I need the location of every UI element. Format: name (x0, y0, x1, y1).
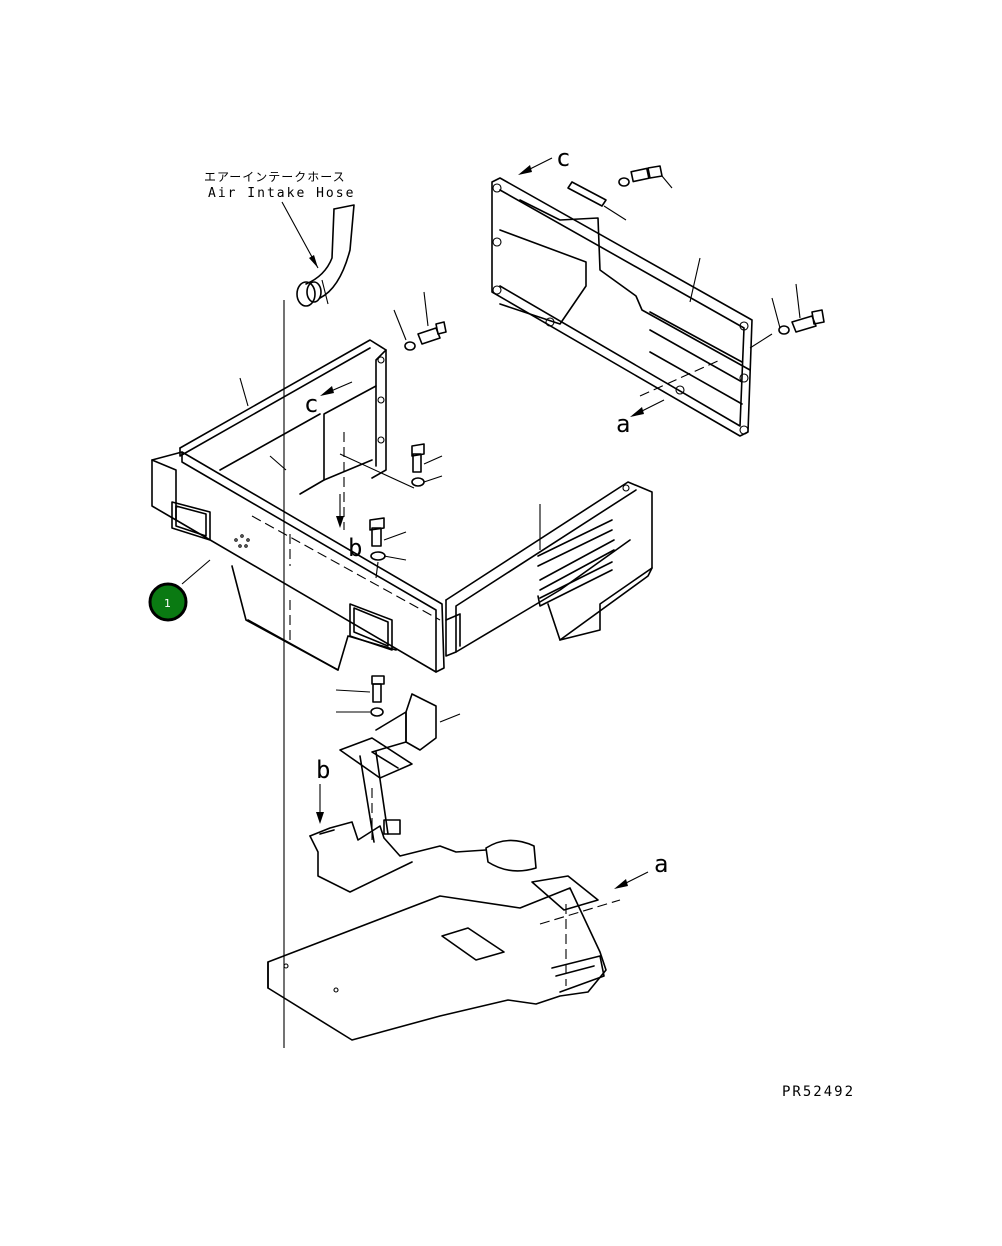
left-frame (179, 339, 387, 495)
top-strip-and-bolt (567, 165, 673, 221)
callout-1[interactable]: 1 (148, 559, 211, 622)
marker-b-chassis: b (316, 756, 330, 824)
letter-c-frame: c (304, 390, 318, 418)
letter-a-chassis: a (654, 850, 668, 878)
marker-c-frame: c (304, 381, 353, 418)
air-intake-hose (296, 204, 355, 307)
air-intake-hose-label: エアーインテークホース Air Intake Hose (204, 170, 355, 269)
letter-a-cover: a (616, 410, 630, 438)
cover-bolt-right (749, 283, 825, 349)
hose-label-japanese: エアーインテークホース (204, 170, 346, 184)
callout-number: 1 (164, 597, 171, 610)
letter-b-chassis: b (316, 756, 330, 784)
cover-plate (491, 177, 753, 437)
marker-a-chassis: a (614, 850, 668, 889)
hose-label-english: Air Intake Hose (208, 186, 355, 201)
marker-b-frame: b (336, 494, 362, 562)
chassis-frame (267, 737, 607, 1041)
marker-c-top: c (518, 144, 570, 175)
frame-bolt-mid (339, 443, 443, 489)
side-cover-grille (445, 481, 653, 657)
frame-bolt-top (393, 291, 447, 351)
bracket (335, 675, 461, 769)
drawing-code: PR52492 (782, 1084, 855, 1100)
frame-bolt-lower (369, 517, 407, 579)
marker-a-cover: a (616, 399, 665, 438)
letter-b-frame: b (348, 534, 362, 562)
alignment-lines (251, 300, 721, 1048)
front-bumper (151, 451, 445, 673)
letter-c-top: c (556, 144, 570, 172)
callout-circle (148, 582, 188, 622)
